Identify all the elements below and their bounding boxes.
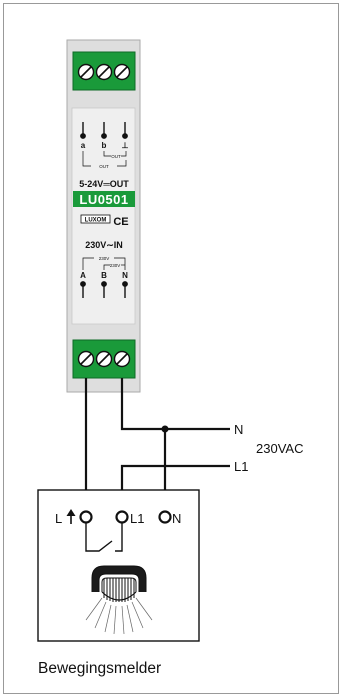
sensor-label-n: N xyxy=(172,511,181,526)
screw-icon xyxy=(113,63,131,81)
bottom-terminal-pins xyxy=(80,281,128,298)
bottom-terminal-block xyxy=(72,339,136,379)
top-terminal-block xyxy=(72,51,136,91)
sensor-terminal-l xyxy=(79,510,93,524)
terminal-label-b: b xyxy=(102,141,107,150)
neutral-label: N xyxy=(234,422,243,437)
sensor-label-l1: L1 xyxy=(130,511,144,526)
terminal-label-ground: ⊥ xyxy=(122,141,129,150)
terminal-label-a: a xyxy=(81,141,86,150)
sensor-label-l: L xyxy=(55,511,62,526)
screw-icon xyxy=(77,63,95,81)
arrow-up-icon xyxy=(66,509,76,524)
supply-voltage-label: 230VAC xyxy=(256,441,303,456)
sensor-caption: Bewegingsmelder xyxy=(38,660,161,677)
screw-icon xyxy=(95,350,113,368)
terminal-label-A: A xyxy=(80,271,86,280)
wire-n-module xyxy=(120,378,230,431)
sensor-terminal-n xyxy=(158,510,172,524)
detection-rays xyxy=(85,597,153,635)
out-label-outer: OUT xyxy=(99,164,109,169)
230v-bracket xyxy=(82,257,126,270)
line-label: L1 xyxy=(234,459,248,474)
230v-bracket-inner-label: 230V xyxy=(110,263,121,268)
model-number: LU0501 xyxy=(79,192,128,207)
230v-bracket-outer-label: 230V xyxy=(99,256,110,261)
out-bracket xyxy=(82,151,127,167)
model-label-bg xyxy=(73,191,135,207)
junction-dot xyxy=(161,425,169,433)
top-terminal-pins xyxy=(80,122,128,139)
screw-icon xyxy=(77,350,95,368)
screw-icon xyxy=(113,350,131,368)
out-label-inner: OUT xyxy=(111,154,121,159)
ce-mark: CE xyxy=(113,216,128,228)
terminal-label-N: N xyxy=(122,271,128,280)
voltage-out-label: 5-24V═OUT xyxy=(79,179,129,189)
motion-sensor-lens-icon xyxy=(91,565,147,602)
sensor-terminal-l1 xyxy=(115,510,129,524)
voltage-in-label: 230V∼IN xyxy=(85,240,123,250)
terminal-label-B: B xyxy=(101,271,107,280)
brand-logo: LUXOM xyxy=(80,214,111,224)
screw-icon xyxy=(95,63,113,81)
relay-contact xyxy=(85,523,123,552)
brand-name: LUXOM xyxy=(85,218,107,224)
